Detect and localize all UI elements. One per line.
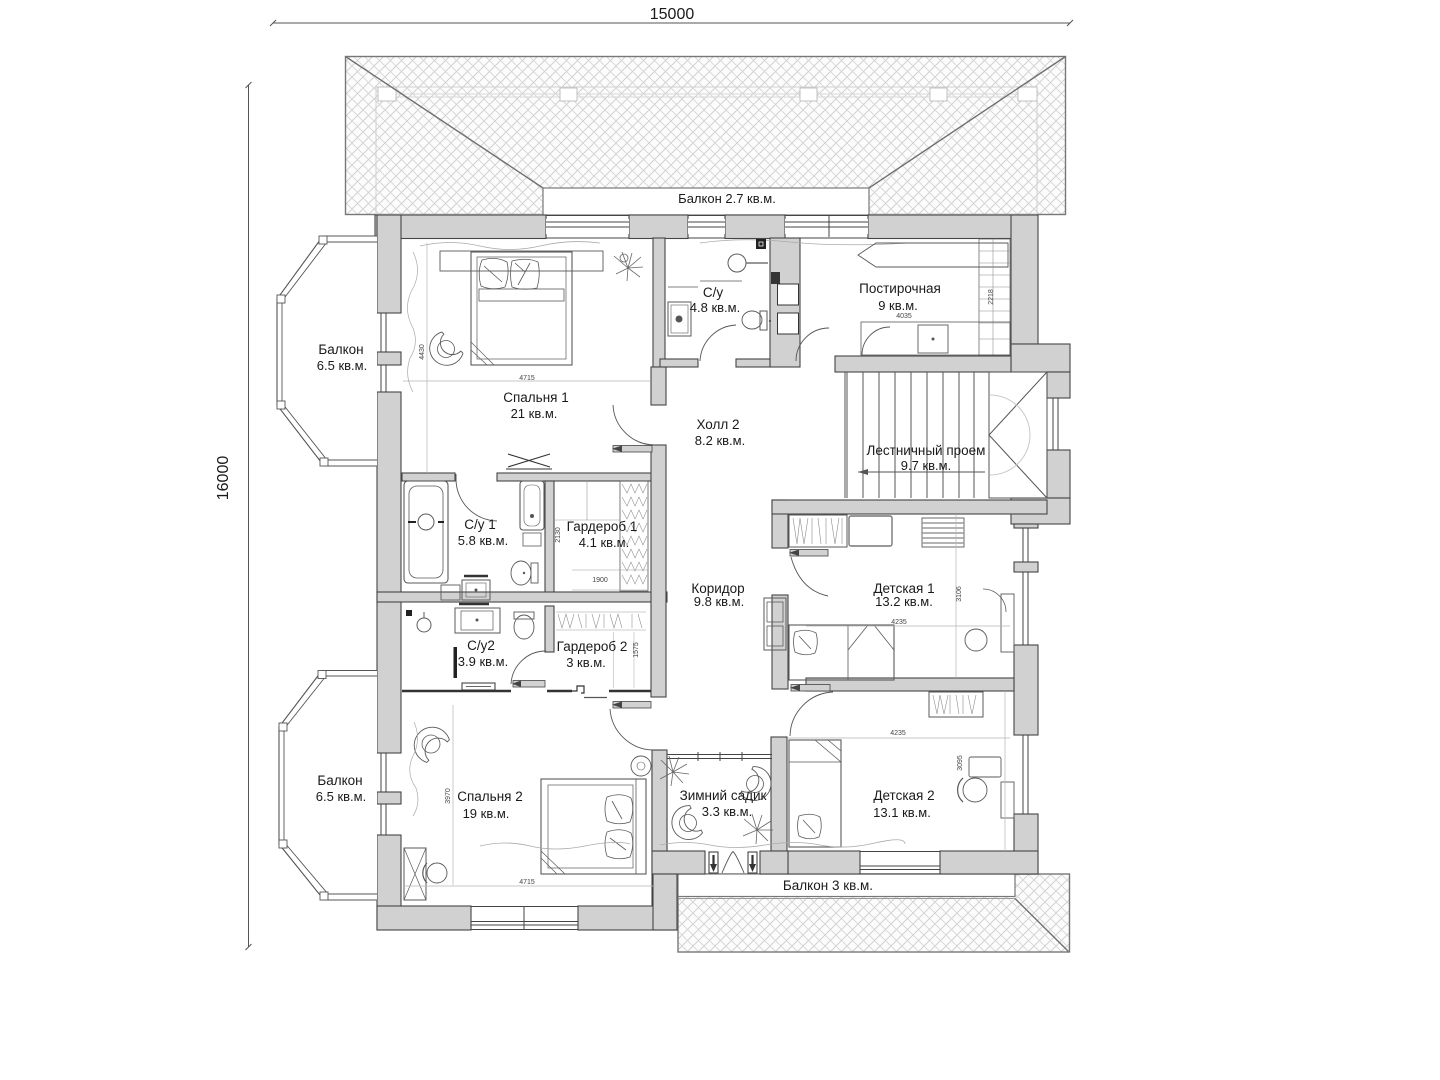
svg-text:Постирочная: Постирочная [859, 281, 941, 296]
svg-text:19 кв.м.: 19 кв.м. [463, 806, 510, 821]
svg-text:4035: 4035 [896, 313, 912, 320]
svg-text:4430: 4430 [419, 344, 426, 360]
svg-text:1575: 1575 [633, 642, 640, 658]
svg-text:С/у 1: С/у 1 [464, 517, 496, 532]
svg-text:16000: 16000 [215, 456, 232, 501]
svg-text:3970: 3970 [445, 788, 452, 804]
svg-text:4.8 кв.м.: 4.8 кв.м. [690, 300, 740, 315]
svg-text:Спальня 1: Спальня 1 [503, 390, 569, 405]
svg-text:4715: 4715 [519, 375, 535, 382]
svg-text:9.7 кв.м.: 9.7 кв.м. [901, 458, 951, 473]
svg-text:Детская 2: Детская 2 [873, 788, 934, 803]
svg-text:21 кв.м.: 21 кв.м. [511, 406, 558, 421]
svg-text:Балкон 2.7 кв.м.: Балкон 2.7 кв.м. [678, 191, 776, 206]
svg-text:9 кв.м.: 9 кв.м. [878, 298, 918, 313]
svg-text:4715: 4715 [519, 879, 535, 886]
svg-text:Детская 1: Детская 1 [873, 581, 934, 596]
svg-text:Балкон: Балкон [318, 342, 363, 357]
svg-text:4235: 4235 [891, 619, 907, 626]
svg-text:Балкон 3 кв.м.: Балкон 3 кв.м. [783, 878, 873, 893]
svg-text:Зимний садик: Зимний садик [680, 788, 767, 803]
svg-text:13.2 кв.м.: 13.2 кв.м. [875, 594, 933, 609]
svg-text:3.3 кв.м.: 3.3 кв.м. [702, 804, 752, 819]
svg-text:Гардероб 1: Гардероб 1 [567, 519, 638, 534]
svg-text:8.2 кв.м.: 8.2 кв.м. [695, 433, 745, 448]
svg-text:15000: 15000 [650, 6, 695, 23]
svg-text:Холл 2: Холл 2 [696, 417, 739, 432]
svg-text:С/у2: С/у2 [467, 638, 495, 653]
svg-text:3095: 3095 [957, 755, 964, 771]
svg-text:9.8 кв.м.: 9.8 кв.м. [694, 594, 744, 609]
svg-text:3 кв.м.: 3 кв.м. [566, 655, 606, 670]
svg-text:Коридор: Коридор [691, 581, 744, 596]
svg-text:4235: 4235 [890, 730, 906, 737]
svg-text:13.1 кв.м.: 13.1 кв.м. [873, 805, 931, 820]
svg-text:2130: 2130 [555, 527, 562, 543]
svg-text:С/у: С/у [703, 285, 724, 300]
svg-text:Спальня 2: Спальня 2 [457, 789, 523, 804]
svg-text:Гардероб 2: Гардероб 2 [557, 639, 628, 654]
svg-text:1900: 1900 [592, 577, 608, 584]
svg-text:4.1 кв.м.: 4.1 кв.м. [579, 535, 629, 550]
svg-text:5.8 кв.м.: 5.8 кв.м. [458, 533, 508, 548]
svg-text:3.9 кв.м.: 3.9 кв.м. [458, 654, 508, 669]
svg-text:2218: 2218 [988, 289, 995, 305]
svg-text:3106: 3106 [956, 586, 963, 602]
svg-text:6.5 кв.м.: 6.5 кв.м. [317, 358, 367, 373]
svg-text:Балкон: Балкон [317, 773, 362, 788]
svg-text:Лестничный проем: Лестничный проем [867, 443, 986, 458]
svg-text:6.5 кв.м.: 6.5 кв.м. [316, 789, 366, 804]
